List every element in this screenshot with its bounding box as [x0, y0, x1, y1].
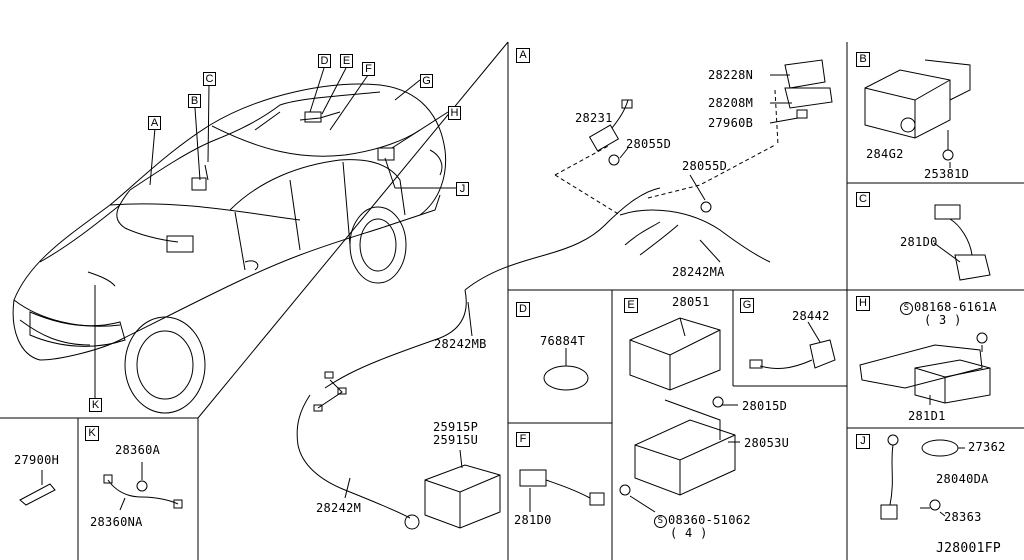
section-tab-d: D: [516, 302, 530, 317]
callout-k: K: [89, 398, 102, 412]
callout-a: A: [148, 116, 161, 130]
part-label-28228n: 28228N: [708, 68, 754, 82]
callout-e: E: [340, 54, 353, 68]
section-tab-j: J: [856, 434, 870, 449]
part-qty-08360: ( 4 ): [670, 526, 708, 540]
part-label-28231: 28231: [575, 111, 613, 125]
part-label-27960b: 27960B: [708, 116, 754, 130]
section-tab-c: C: [856, 192, 870, 207]
panel-a-parts: [554, 59, 833, 263]
part-label-28442: 28442: [792, 309, 830, 323]
part-label-25381d: 25381D: [924, 167, 970, 181]
part-label-28055d-lower: 28055D: [682, 159, 728, 173]
panel-e-unit: [619, 317, 740, 513]
diagram-code: J28001FP: [936, 541, 1002, 556]
panel-k-part: [103, 462, 183, 511]
part-label-28363: 28363: [944, 510, 982, 524]
part-label-28360na: 28360NA: [90, 515, 143, 529]
main-harness: [296, 187, 661, 530]
part-number-08360: 08360-51062: [668, 513, 751, 527]
panel-j-part: [880, 434, 965, 520]
panel-h-part: [859, 332, 991, 405]
part-label-281d0-c: 281D0: [900, 235, 938, 249]
panel-g-part: [749, 321, 836, 369]
callout-f: F: [362, 62, 375, 76]
part-label-76884t: 76884T: [540, 334, 586, 348]
part-label-28242m: 28242M: [316, 501, 362, 515]
car-outline: [12, 83, 447, 414]
part-label-27362: 27362: [968, 440, 1006, 454]
part-label-25915p: 25915P: [433, 420, 479, 434]
part-label-284g2: 284G2: [866, 147, 904, 161]
callout-g: G: [420, 74, 433, 88]
panel-c-connector: [933, 204, 991, 281]
section-tab-h: H: [856, 296, 870, 311]
section-tab-k: K: [85, 426, 99, 441]
section-tab-f: F: [516, 432, 530, 447]
section-tab-e: E: [624, 298, 638, 313]
panel-b-module: [864, 59, 971, 168]
part-label-28015d: 28015D: [742, 399, 788, 413]
part-label-281d1: 281D1: [908, 409, 946, 423]
callout-d: D: [318, 54, 331, 68]
callout-leaders: [94, 67, 456, 398]
section-tab-g: G: [740, 298, 754, 313]
part-label-28053u: 28053U: [744, 436, 790, 450]
part-25915-shape: [424, 449, 501, 529]
part-label-28360a: 28360A: [115, 443, 161, 457]
callout-j: J: [456, 182, 469, 196]
part-qty-08168: ( 3 ): [924, 313, 962, 327]
screw-symbol-icon: S: [654, 515, 667, 528]
part-label-28208m: 28208M: [708, 96, 754, 110]
part-label-28040da: 28040DA: [936, 472, 989, 486]
part-label-28051: 28051: [672, 295, 710, 309]
panel-borders: [0, 41, 1024, 560]
section-tab-a: A: [516, 48, 530, 63]
car-harness: [87, 91, 395, 287]
part-label-28242mb: 28242MB: [434, 337, 487, 351]
callout-h: H: [448, 106, 461, 120]
part-number-08168: 08168-6161A: [914, 300, 997, 314]
part-27900h-shape: [19, 470, 56, 506]
part-label-27900h: 27900H: [14, 453, 60, 467]
callout-b: B: [188, 94, 201, 108]
section-tab-b: B: [856, 52, 870, 67]
screw-symbol-icon: S: [900, 302, 913, 315]
panel-d-pad: [543, 365, 589, 391]
part-label-28242ma: 28242MA: [672, 265, 725, 279]
panel-f-part: [519, 469, 605, 512]
callout-c: C: [203, 72, 216, 86]
part-label-281d0-f: 281D0: [514, 513, 552, 527]
part-label-25915u: 25915U: [433, 433, 479, 447]
part-label-28055d-upper: 28055D: [626, 137, 672, 151]
